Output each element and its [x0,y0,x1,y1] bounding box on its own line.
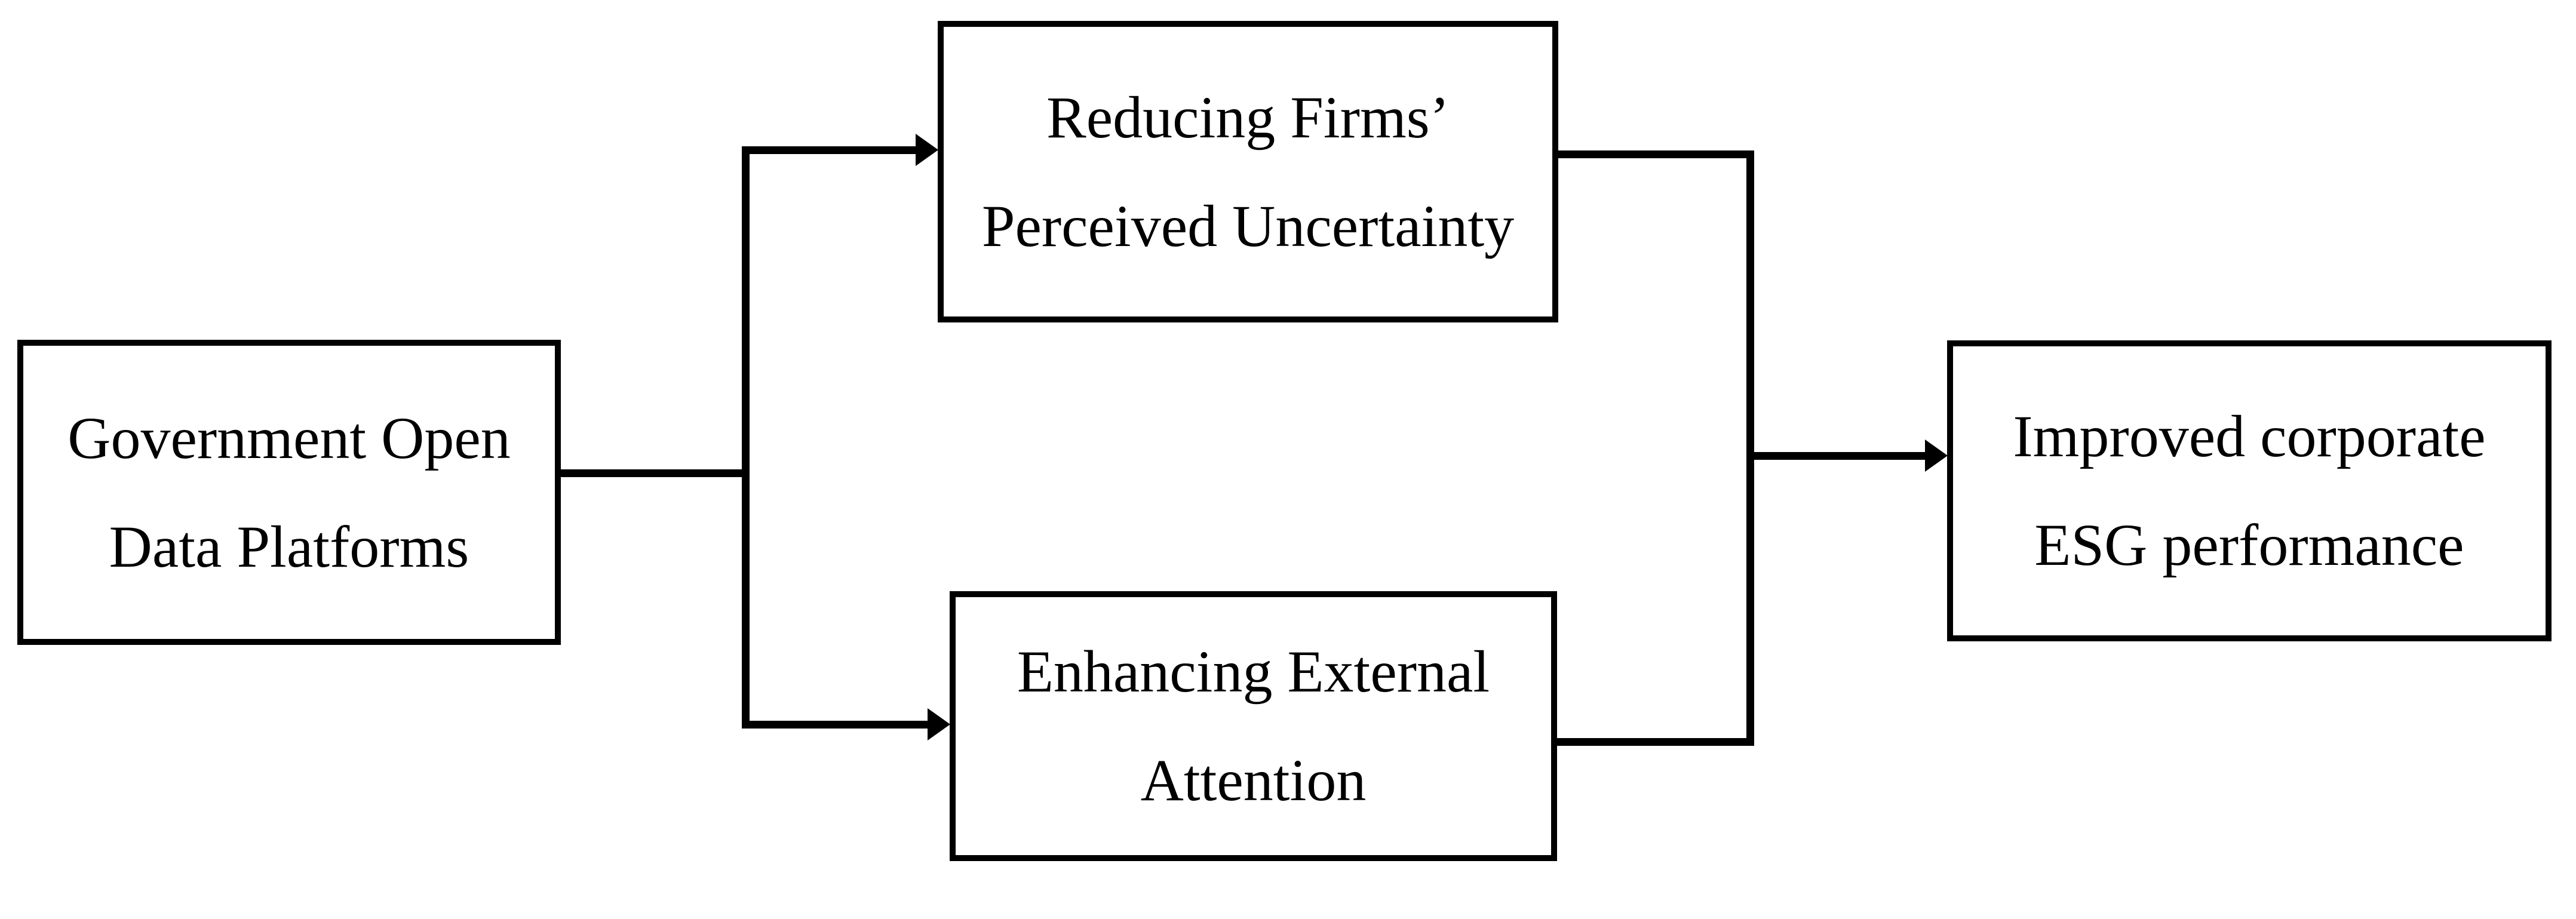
connector-source-to-branch [555,469,747,477]
node-text-line: Data Platforms [109,513,469,580]
connector-merge-to-outcome [1746,452,1927,460]
connector-top-mediator-exit [1555,150,1754,158]
node-improved-corporate-esg-performance: Improved corporate ESG performance [1947,340,2552,641]
node-enhancing-external-attention: Enhancing External Attention [950,591,1557,861]
connector-branch-vertical [742,146,750,729]
node-text-line: Perceived Uncertainty [981,192,1515,259]
arrowhead-top-mediator-icon [916,134,938,166]
connector-branch-to-bottom-mediator [742,721,929,729]
connector-branch-to-top-mediator [742,146,917,154]
node-text-line: ESG performance [2034,512,2464,578]
node-text-line: Government Open [67,404,511,471]
arrowhead-outcome-icon [1925,439,1948,472]
connector-merge-vertical [1746,150,1754,746]
node-government-open-data-platforms: Government Open Data Platforms [17,340,561,645]
node-text-line: Enhancing External [1017,638,1490,705]
arrowhead-bottom-mediator-icon [928,708,950,740]
connector-bottom-mediator-exit [1554,738,1754,746]
node-text-line: Reducing Firms’ [1046,84,1450,150]
node-text-line: Improved corporate [2013,403,2486,469]
node-text-line: Attention [1140,747,1367,813]
node-reducing-firms-perceived-uncertainty: Reducing Firms’ Perceived Uncertainty [938,21,1558,322]
